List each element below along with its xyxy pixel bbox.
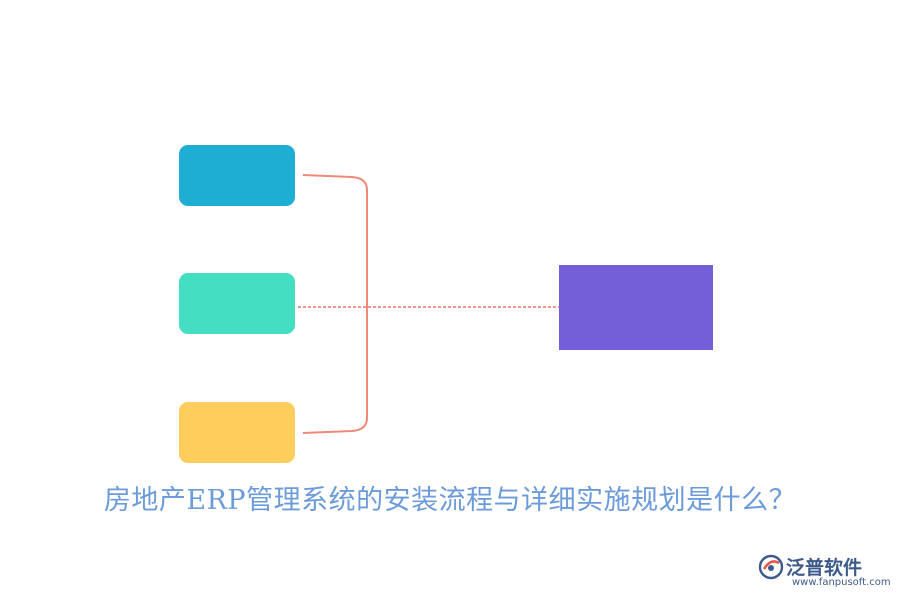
diagram-caption: 房地产ERP管理系统的安装流程与详细实施规划是什么？ [103,485,797,516]
logo-name: 泛普软件 [786,557,863,579]
target-box [559,265,713,350]
bracket-connector [302,174,368,434]
brand-logo: 泛普软件 www.fanpusoft.com [758,552,891,592]
logo-url: www.fanpusoft.com [792,577,891,588]
bottom-box [179,402,295,463]
middle-box [179,273,295,334]
top-box [179,145,295,206]
logo-mark-icon [758,554,784,580]
